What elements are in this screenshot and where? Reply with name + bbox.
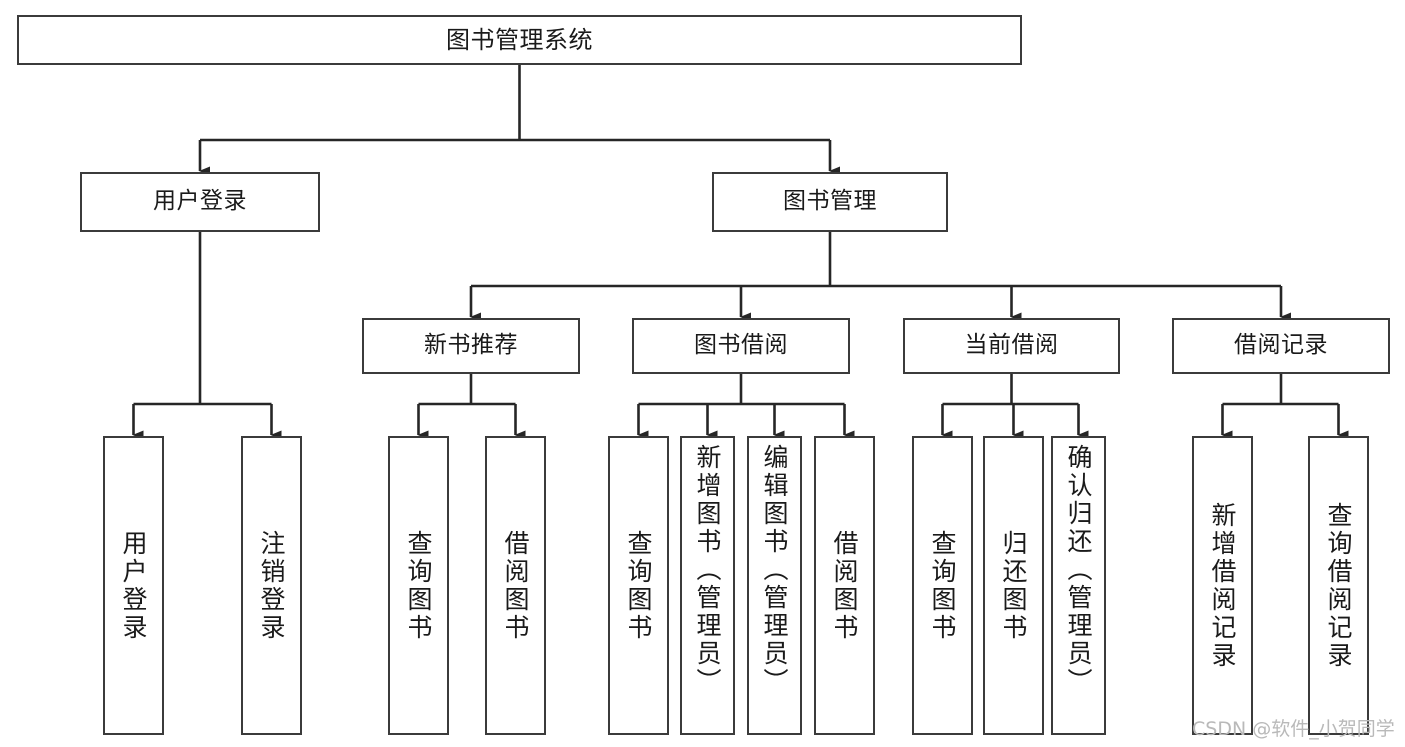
node-label: 新增图书（管理员）: [693, 444, 722, 696]
node-label: 用户登录: [119, 529, 148, 642]
node-leaf-bo-query[interactable]: 查询图书: [608, 436, 669, 735]
node-label: 图书管理系统: [446, 25, 593, 54]
node-label: 确认归还（管理员）: [1064, 444, 1093, 696]
node-label: 注销登录: [257, 529, 286, 642]
node-borrow[interactable]: 图书借阅: [632, 318, 850, 374]
node-newbook[interactable]: 新书推荐: [362, 318, 580, 374]
node-label: 借阅图书: [501, 529, 530, 642]
node-label: 用户登录: [153, 188, 247, 215]
node-leaf-cu-return[interactable]: 归还图书: [983, 436, 1044, 735]
node-label: 借阅图书: [830, 529, 859, 642]
node-label: 归还图书: [999, 529, 1028, 642]
node-root[interactable]: 图书管理系统: [17, 15, 1022, 65]
node-label: 新增借阅记录: [1208, 501, 1237, 670]
node-records[interactable]: 借阅记录: [1172, 318, 1390, 374]
node-login[interactable]: 用户登录: [80, 172, 320, 232]
node-label: 查询借阅记录: [1324, 501, 1353, 670]
node-leaf-cu-query[interactable]: 查询图书: [912, 436, 973, 735]
node-leaf-logout[interactable]: 注销登录: [241, 436, 302, 735]
node-current[interactable]: 当前借阅: [903, 318, 1120, 374]
node-leaf-nb-query[interactable]: 查询图书: [388, 436, 449, 735]
node-bookmgmt[interactable]: 图书管理: [712, 172, 948, 232]
node-label: 当前借阅: [964, 332, 1059, 359]
node-leaf-cu-confirm[interactable]: 确认归还（管理员）: [1051, 436, 1106, 735]
node-label: 查询图书: [928, 529, 957, 642]
node-leaf-login[interactable]: 用户登录: [103, 436, 164, 735]
node-leaf-bo-lend[interactable]: 借阅图书: [814, 436, 875, 735]
node-label: 图书管理: [783, 188, 877, 215]
node-leaf-bo-add[interactable]: 新增图书（管理员）: [680, 436, 735, 735]
node-leaf-re-add[interactable]: 新增借阅记录: [1192, 436, 1253, 735]
node-leaf-nb-borrow[interactable]: 借阅图书: [485, 436, 546, 735]
node-label: 查询图书: [404, 529, 433, 642]
node-label: 新书推荐: [424, 332, 518, 359]
node-label: 借阅记录: [1234, 332, 1328, 359]
node-label: 查询图书: [624, 529, 653, 642]
watermark-label: CSDN @软件_小贺同学: [1192, 718, 1395, 740]
node-leaf-re-query[interactable]: 查询借阅记录: [1308, 436, 1369, 735]
node-leaf-bo-edit[interactable]: 编辑图书（管理员）: [747, 436, 802, 735]
node-label: 图书借阅: [694, 332, 788, 359]
node-label: 编辑图书（管理员）: [760, 444, 789, 696]
